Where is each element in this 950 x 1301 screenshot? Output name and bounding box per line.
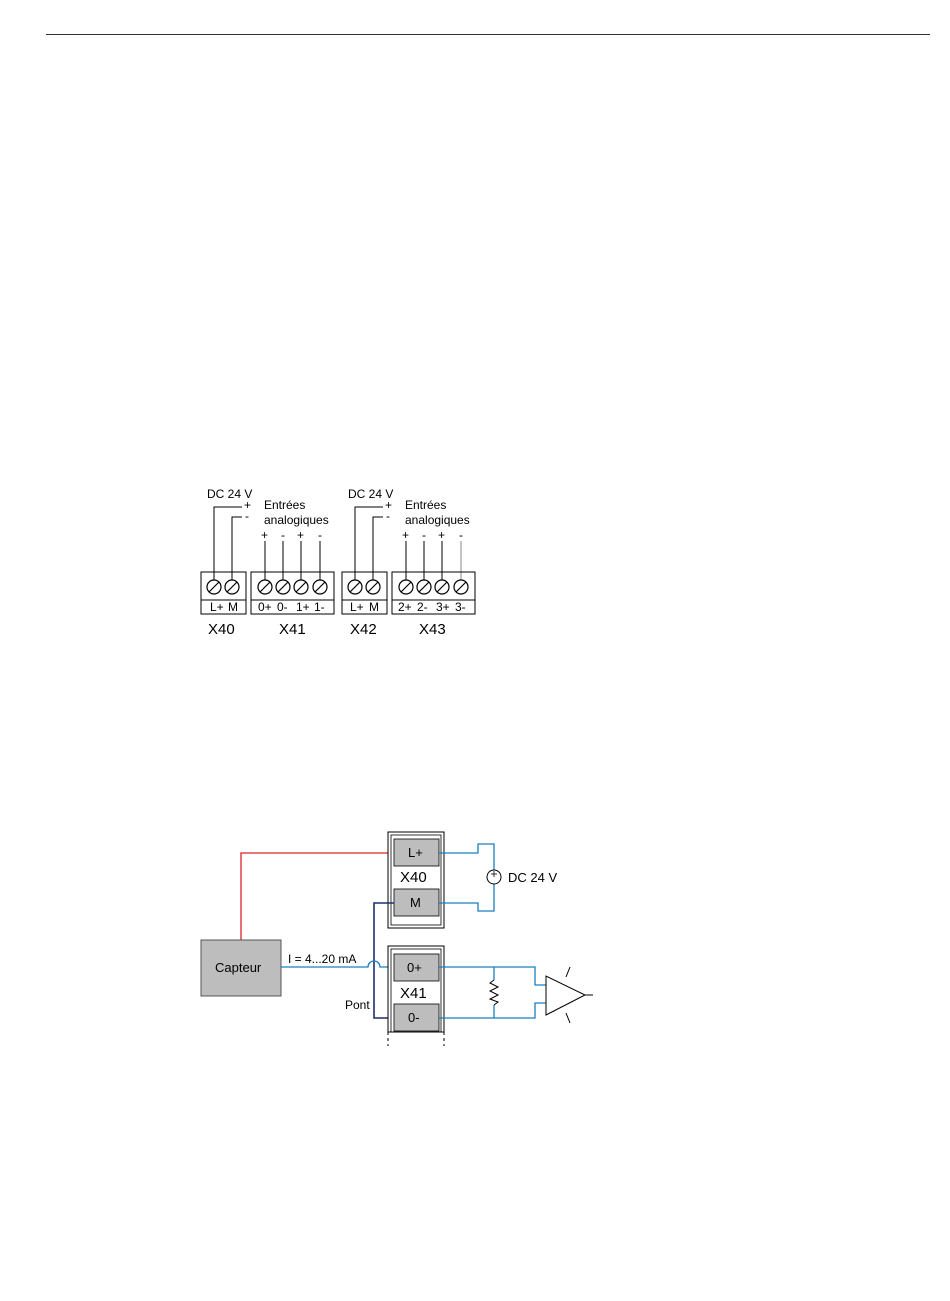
x41-module-name: X41: [400, 985, 427, 1002]
resistor-icon: [490, 980, 498, 1005]
blue-supply-wire-bottom: [439, 884, 494, 911]
x40-pin-top-label: L+: [408, 845, 423, 860]
dc-supply-label: DC 24 V: [508, 870, 557, 885]
x40-module-name: X40: [400, 869, 427, 886]
current-label: I = 4...20 mA: [288, 952, 356, 966]
blue-supply-wire-top: [439, 844, 494, 870]
input-wire-plus: [439, 967, 546, 985]
x41-pin-bottom-label: 0-: [408, 1010, 420, 1025]
sensor-label: Capteur: [215, 960, 262, 975]
amplifier-icon: [546, 967, 593, 1023]
bridge-label: Pont: [345, 998, 370, 1012]
x41-pin-top-label: 0+: [407, 960, 422, 975]
red-supply-wire: [241, 853, 394, 940]
dc-source-icon: [487, 870, 501, 884]
input-wire-minus: [439, 1003, 546, 1018]
x40-pin-bottom-label: M: [410, 895, 421, 910]
